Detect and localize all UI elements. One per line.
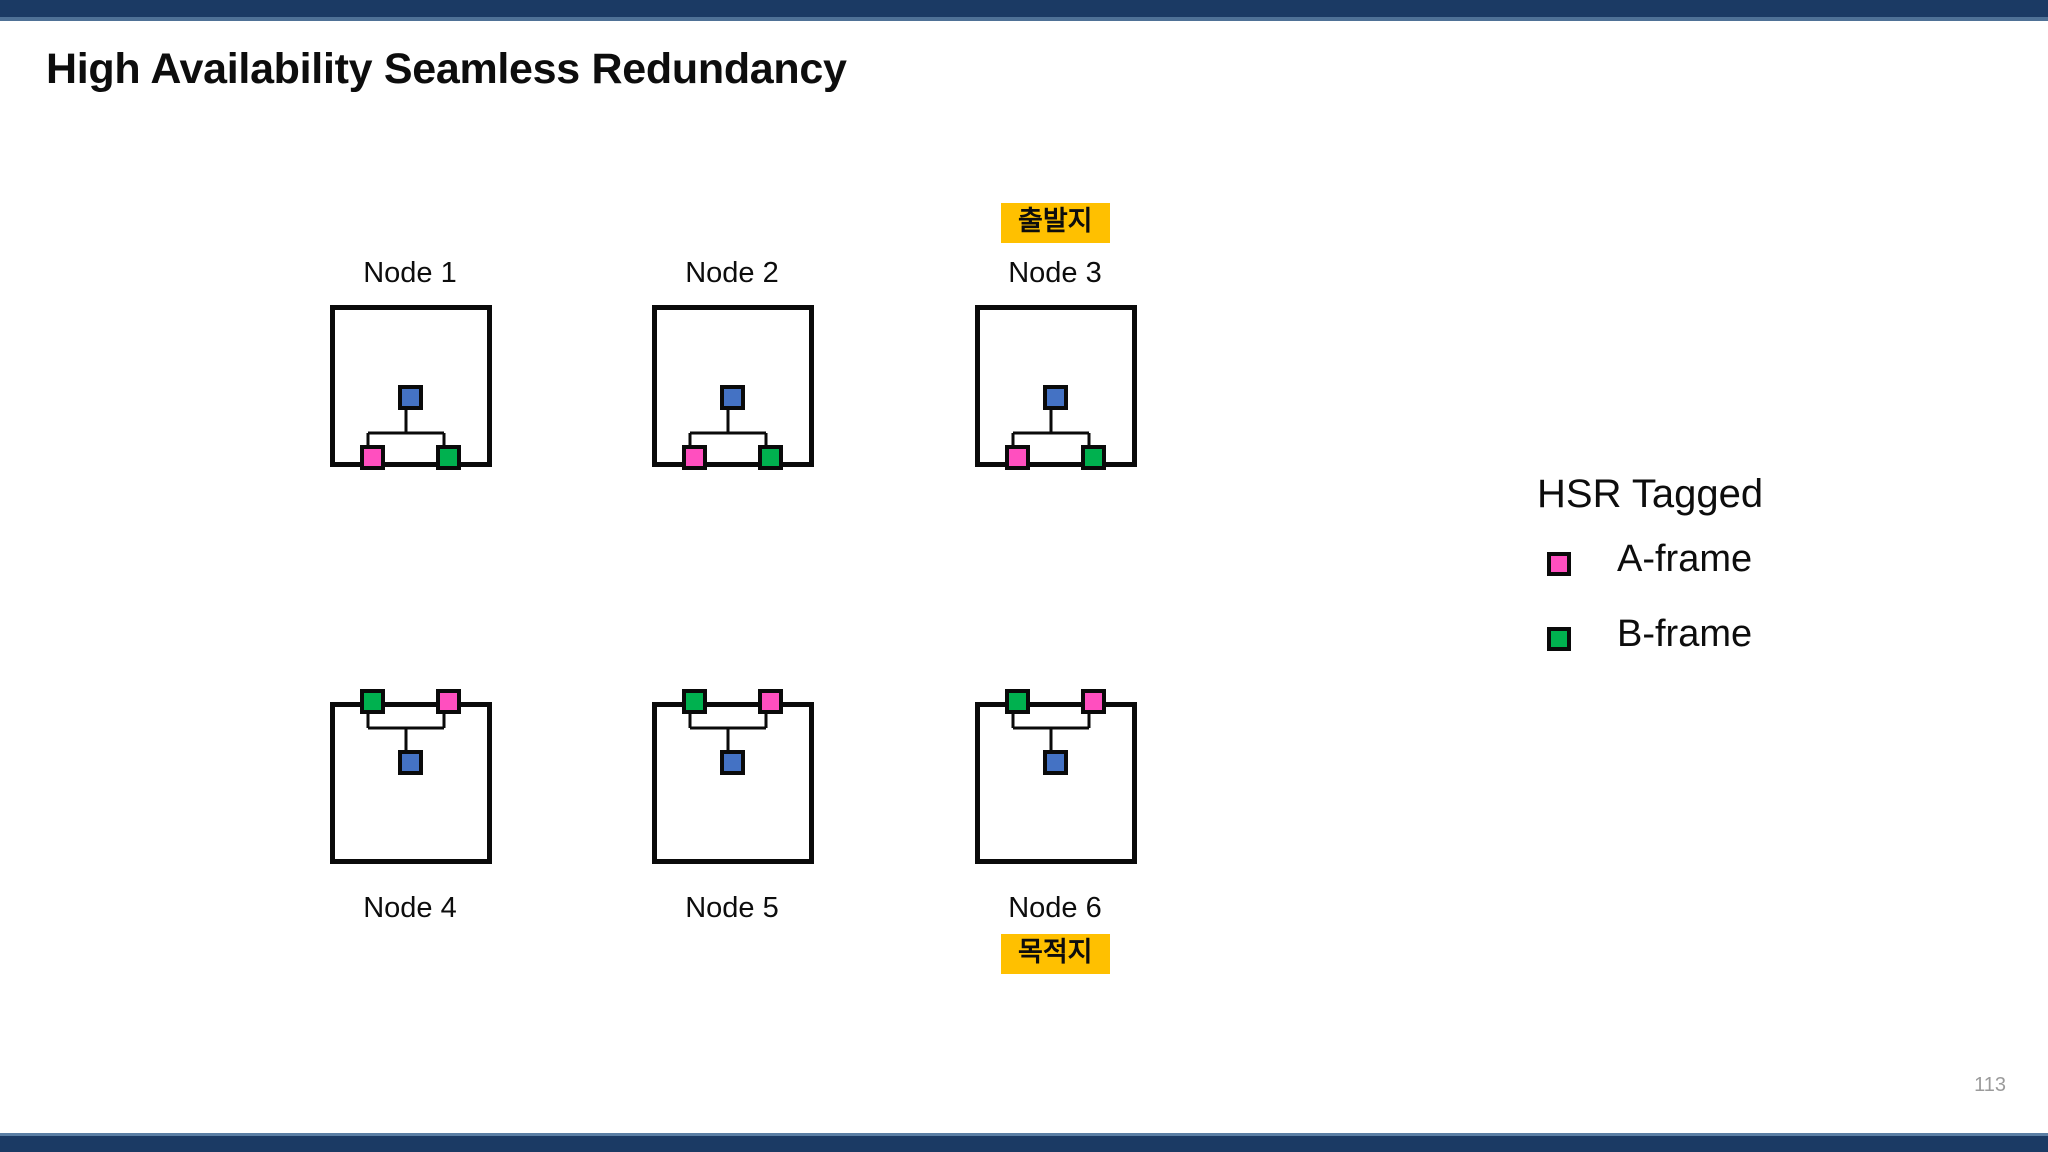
legend-title: HSR Tagged: [1537, 472, 1764, 516]
legend-swatch-green-icon: [1547, 627, 1571, 651]
node-5-port-b[interactable]: [682, 689, 707, 714]
page-title: High Availability Seamless Redundancy: [46, 45, 847, 93]
node-4-port-b[interactable]: [360, 689, 385, 714]
node-5-port-a[interactable]: [758, 689, 783, 714]
node-label-3: Node 3: [1008, 257, 1102, 289]
top-decorative-bar: [0, 0, 2048, 17]
node-box-5: [652, 702, 814, 864]
node-label-1: Node 1: [363, 257, 457, 289]
legend-label-b-frame: B-frame: [1617, 613, 1753, 655]
node-box-6: [975, 702, 1137, 864]
node-4-cpu-port[interactable]: [398, 750, 423, 775]
node-label-6: Node 6: [1008, 892, 1102, 924]
node-1-port-b[interactable]: [436, 445, 461, 470]
node-3-port-b[interactable]: [1081, 445, 1106, 470]
node-label-5: Node 5: [685, 892, 779, 924]
top-accent-line: [0, 17, 2048, 21]
bottom-decorative-bar: [0, 1136, 2048, 1152]
node-box-4: [330, 702, 492, 864]
legend-label-a-frame: A-frame: [1617, 538, 1753, 580]
node-2-port-b[interactable]: [758, 445, 783, 470]
node-2-cpu-port[interactable]: [720, 385, 745, 410]
node-3-port-a[interactable]: [1005, 445, 1030, 470]
node-1-cpu-port[interactable]: [398, 385, 423, 410]
node-1-port-a[interactable]: [360, 445, 385, 470]
bottom-accent-line: [0, 1133, 2048, 1136]
legend: HSR Tagged A-frame B-frame: [1537, 472, 1937, 662]
node-6-cpu-port[interactable]: [1043, 750, 1068, 775]
node-label-2: Node 2: [685, 257, 779, 289]
source-tag: 출발지: [1001, 203, 1110, 243]
node-4-port-a[interactable]: [436, 689, 461, 714]
node-6-port-a[interactable]: [1081, 689, 1106, 714]
node-5-cpu-port[interactable]: [720, 750, 745, 775]
destination-tag: 목적지: [1001, 934, 1110, 974]
legend-swatch-pink-icon: [1547, 552, 1571, 576]
node-2-port-a[interactable]: [682, 445, 707, 470]
node-6-port-b[interactable]: [1005, 689, 1030, 714]
node-3-cpu-port[interactable]: [1043, 385, 1068, 410]
page-number: 113: [1974, 1074, 2006, 1096]
node-label-4: Node 4: [363, 892, 457, 924]
